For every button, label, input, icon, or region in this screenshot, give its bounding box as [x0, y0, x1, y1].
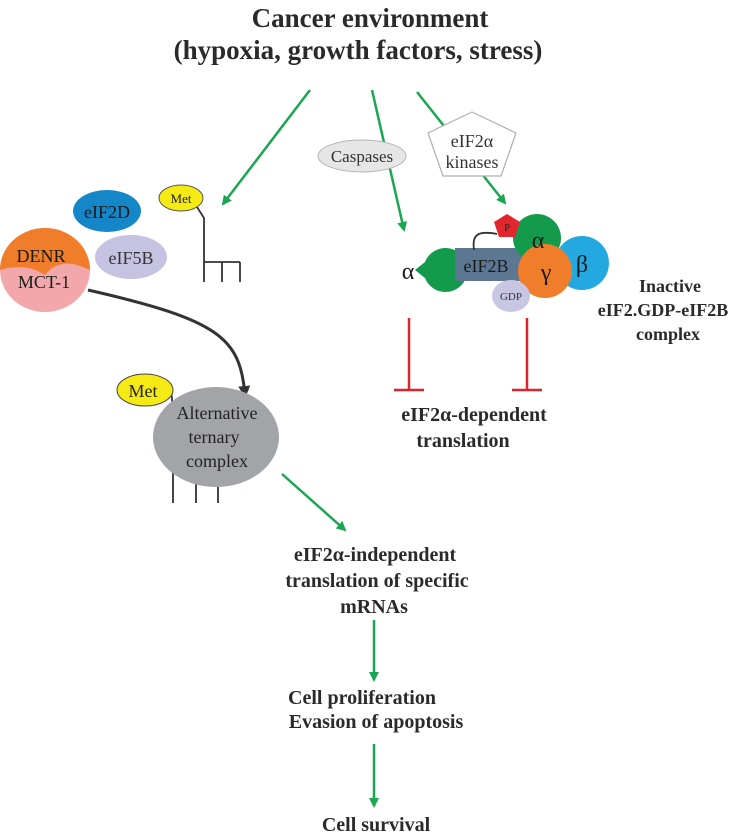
caspases-node — [317, 139, 407, 173]
independent-label-3: mRNAs — [340, 596, 408, 618]
gdp-label: GDP — [500, 291, 522, 303]
eif5b-label: eIF5B — [109, 248, 154, 268]
proliferation-label-2: Evasion of apoptosis — [289, 711, 464, 733]
arrow-to-alt-complex — [87, 288, 251, 398]
alt-complex-node — [153, 387, 279, 487]
alt-complex-label-1: Alternative — [177, 403, 258, 423]
trna-upper — [196, 206, 241, 282]
independent-label-2: translation of specific — [285, 570, 468, 592]
independent-label-1: eIF2α-independent — [294, 544, 457, 566]
eif2b-label: eIF2B — [464, 256, 509, 276]
eif2a-kinases-node — [427, 111, 517, 177]
mct1-label: MCT-1 — [18, 272, 70, 292]
inactive-eif2-complex — [455, 214, 609, 312]
eif2a-kinases-label-1: eIF2α — [451, 131, 494, 151]
title-line-2: (hypoxia, growth factors, stress) — [174, 35, 543, 65]
survival-label: Cell survival — [322, 814, 431, 834]
alpha-label: α — [532, 228, 545, 254]
denr-mct1-node — [0, 228, 90, 312]
gamma-node — [518, 244, 572, 298]
alt-complex-label-3: complex — [186, 451, 248, 471]
proliferation-label-1: Cell proliferation — [288, 687, 436, 709]
met-complex-label: Met — [129, 381, 158, 401]
phospho-node — [494, 214, 520, 237]
caspases-label: Caspases — [331, 147, 393, 166]
phospho-label: P — [504, 223, 510, 234]
eif2d-label: eIF2D — [84, 202, 130, 222]
inhibition-from-complex — [512, 318, 542, 392]
eif5b-node — [95, 235, 167, 279]
met-small-label: Met — [171, 191, 192, 206]
gamma-label: γ — [540, 260, 552, 286]
inactive-label-1: Inactive — [639, 276, 701, 296]
denr-label: DENR — [17, 246, 66, 266]
dependent-label-1: eIF2α-dependent — [401, 404, 547, 426]
met-small-node — [158, 184, 204, 212]
eif2a-kinases-label-2: kinases — [446, 152, 499, 172]
phospho-link — [472, 231, 498, 251]
eif2d-node — [73, 190, 141, 232]
met-complex-node — [116, 373, 174, 407]
arrow-env-to-met — [221, 89, 311, 206]
title-line-1: Cancer environment — [252, 3, 489, 33]
alt-complex-label-2: ternary — [189, 427, 240, 447]
inhibition-from-alpha — [394, 318, 424, 392]
inactive-label-2: eIF2.GDP-eIF2B — [598, 300, 728, 320]
alpha-free-node — [415, 248, 468, 293]
beta-label: β — [576, 252, 588, 278]
alpha-free-label: α — [402, 259, 415, 285]
gdp-node — [492, 280, 530, 312]
inactive-label-3: complex — [636, 324, 700, 344]
arrow-alt-to-independent — [281, 473, 347, 532]
dependent-label-2: translation — [416, 430, 509, 452]
